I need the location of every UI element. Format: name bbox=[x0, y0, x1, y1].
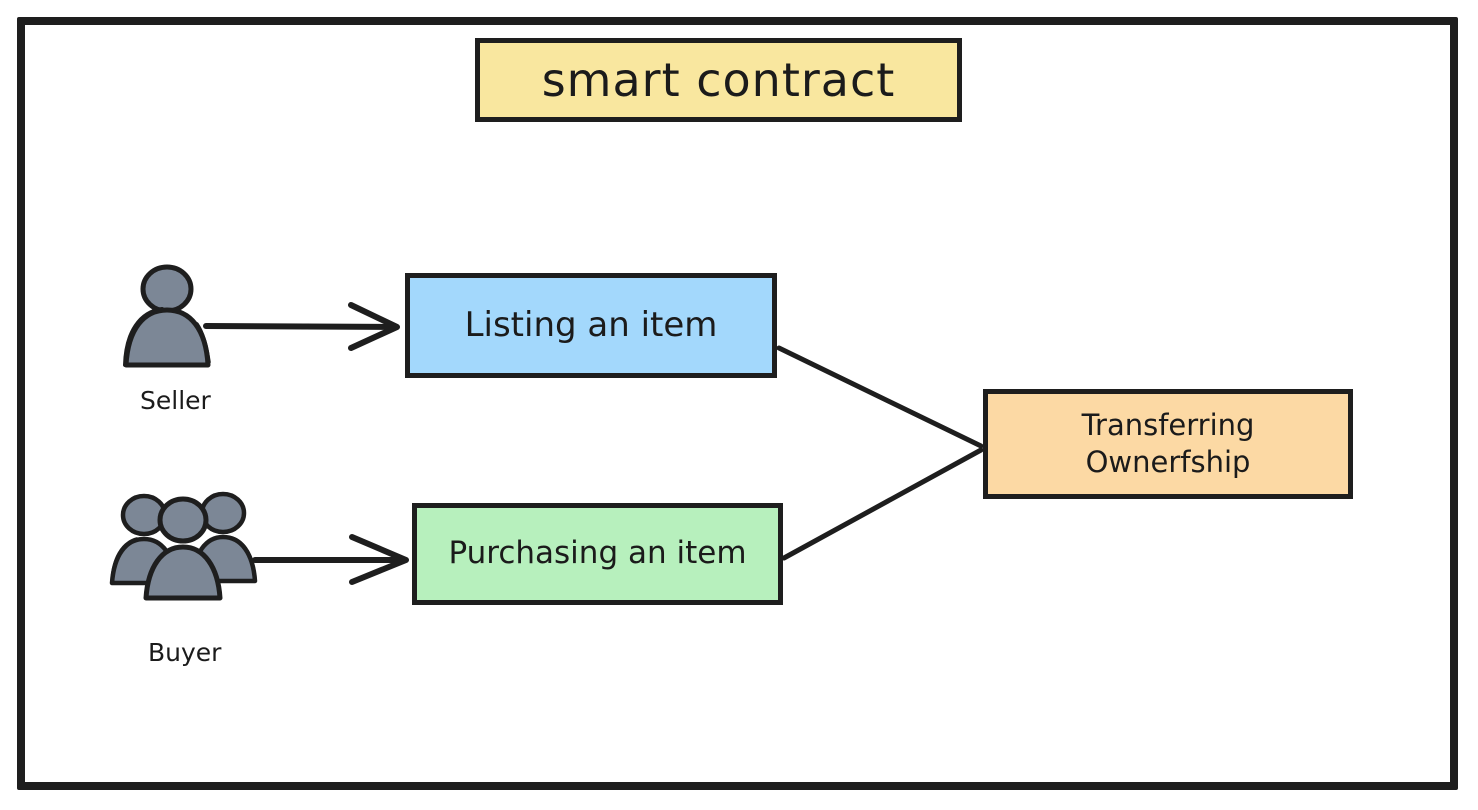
group-of-people-icon bbox=[109, 491, 258, 601]
buyer-actor bbox=[104, 485, 264, 605]
single-person-icon bbox=[123, 264, 211, 368]
node-purchasing-an-item: Purchasing an item bbox=[412, 503, 783, 605]
title-box: smart contract bbox=[475, 38, 962, 122]
node-transferring-ownership: Transferring Ownerfship bbox=[983, 389, 1353, 499]
diagram-outer-frame bbox=[17, 17, 1458, 790]
node-transfer-label-line1: Transferring bbox=[1081, 407, 1255, 442]
node-listing-an-item: Listing an item bbox=[405, 273, 777, 378]
node-transfer-label-line2: Ownerfship bbox=[1085, 445, 1251, 479]
buyer-label: Buyer bbox=[148, 638, 222, 667]
seller-label: Seller bbox=[140, 386, 211, 415]
node-purchasing-label: Purchasing an item bbox=[448, 535, 747, 572]
node-listing-label: Listing an item bbox=[464, 304, 718, 345]
title-box-label: smart contract bbox=[541, 52, 896, 107]
seller-actor bbox=[112, 262, 222, 372]
